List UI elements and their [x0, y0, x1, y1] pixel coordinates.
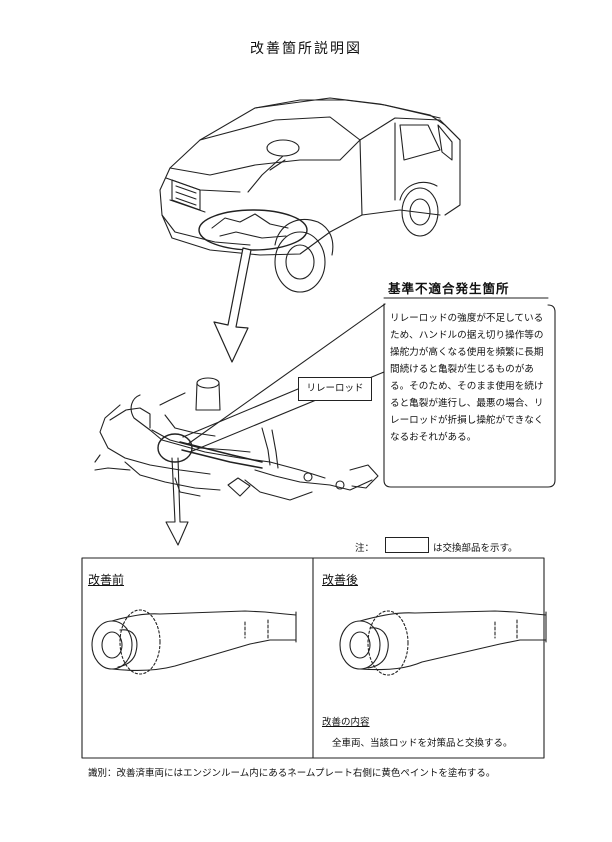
before-label: 改善前	[88, 573, 125, 587]
note-prefix: 注：	[355, 543, 375, 554]
before-relay-rod-drawing	[91, 609, 297, 675]
pointer-arrow-2	[165, 457, 189, 546]
improvement-text: 全車両、当該ロッドを対策品と交換する。	[332, 738, 513, 749]
pointer-arrow-1	[213, 247, 252, 363]
vehicle-illustration	[159, 97, 461, 293]
defect-text-frame	[383, 303, 556, 488]
after-label: 改善後	[322, 573, 359, 587]
improvement-title: 改善の内容	[322, 717, 370, 728]
defect-description: リレーロッドの強度が不足しているため、ハンドルの据え切り操作等の操舵力が高くなる…	[390, 313, 544, 443]
after-relay-rod-drawing	[339, 610, 547, 676]
relay-rod-callout: リレーロッド	[298, 377, 372, 401]
page-title: 改善箇所説明図	[250, 41, 362, 57]
replacement-part-legend-box	[385, 537, 429, 553]
defect-heading: 基準不適合発生箇所	[388, 281, 510, 296]
identification-note: 識別：改善済車両にはエンジンルーム内にあるネームプレート右側に黄色ペイントを塗布…	[88, 768, 496, 779]
leader-line-defect	[187, 303, 386, 445]
leader-line-relay-rod	[182, 388, 299, 438]
note-text: は交換部品を示す。	[433, 543, 518, 554]
